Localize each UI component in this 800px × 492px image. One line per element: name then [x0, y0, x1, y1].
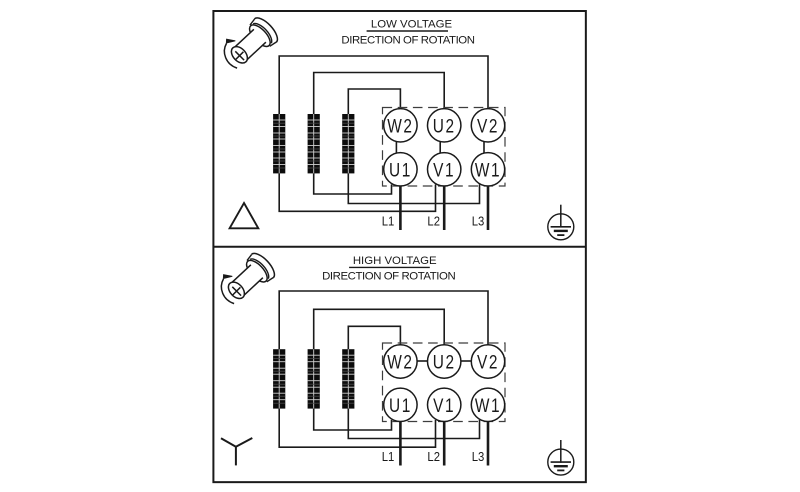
svg-text:W2: W2	[387, 351, 413, 373]
svg-text:V1: V1	[433, 394, 455, 416]
svg-text:DIRECTION OF ROTATION: DIRECTION OF ROTATION	[322, 271, 455, 283]
svg-text:LOW VOLTAGE: LOW VOLTAGE	[371, 18, 453, 30]
svg-text:V2: V2	[477, 115, 499, 137]
svg-text:V2: V2	[477, 351, 499, 373]
svg-text:U2: U2	[433, 351, 456, 373]
svg-text:U1: U1	[389, 394, 412, 416]
svg-text:W1: W1	[475, 394, 501, 416]
svg-text:L3: L3	[472, 449, 485, 464]
svg-text:HIGH VOLTAGE: HIGH VOLTAGE	[353, 255, 437, 267]
svg-text:V1: V1	[433, 159, 455, 181]
svg-text:L1: L1	[382, 449, 395, 464]
svg-text:L1: L1	[382, 214, 395, 229]
svg-text:L2: L2	[427, 449, 440, 464]
svg-text:L3: L3	[472, 214, 485, 229]
svg-text:U2: U2	[433, 115, 456, 137]
svg-text:W2: W2	[387, 115, 413, 137]
svg-text:U1: U1	[389, 159, 412, 181]
svg-text:W1: W1	[475, 159, 501, 181]
svg-text:DIRECTION OF ROTATION: DIRECTION OF ROTATION	[341, 34, 474, 46]
svg-text:L2: L2	[427, 214, 440, 229]
